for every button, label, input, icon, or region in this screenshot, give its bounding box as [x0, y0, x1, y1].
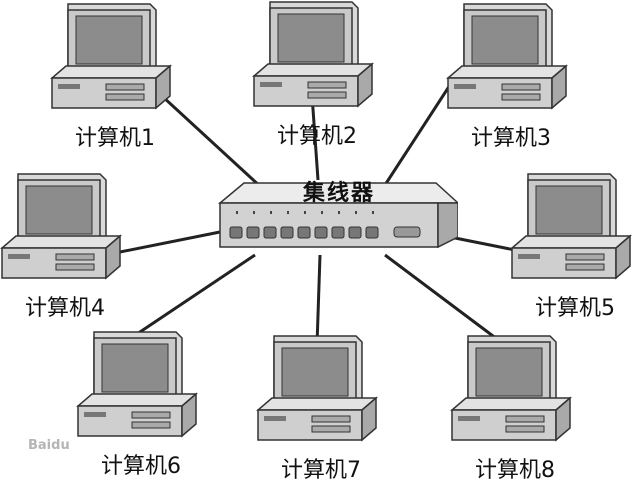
link-computer-8: [384, 253, 506, 347]
computer-3-label: 计算机3: [471, 126, 551, 151]
computer-3: 计算机3: [446, 2, 576, 151]
computer-4: 计算机4: [0, 172, 130, 321]
computer-2-label: 计算机2: [277, 124, 357, 149]
computer-1-label: 计算机1: [75, 126, 155, 151]
computer-8: 计算机8: [450, 334, 580, 483]
computer-7: 计算机7: [256, 334, 386, 483]
computer-icon: [446, 3, 569, 110]
computer-4-label: 计算机4: [25, 296, 105, 321]
link-computer-1: [148, 83, 264, 190]
hub-label: 集线器: [302, 181, 375, 206]
computer-2: 计算机2: [252, 0, 382, 149]
computer-icon: [256, 335, 379, 442]
link-computer-2: [310, 94, 320, 181]
computer-5-label: 计算机5: [535, 296, 615, 321]
computer-1: 计算机1: [50, 2, 180, 151]
hub: 集线器: [214, 175, 460, 255]
computer-7-label: 计算机7: [281, 458, 361, 483]
baidu-watermark: Baidu: [28, 438, 70, 453]
computer-icon: [50, 3, 173, 110]
computer-icon: [450, 335, 573, 442]
computer-8-label: 计算机8: [475, 458, 555, 483]
computer-5: 计算机5: [510, 172, 640, 321]
link-computer-6: [127, 253, 256, 342]
computer-icon: [0, 173, 123, 280]
hub-icon: [217, 182, 460, 249]
computer-icon: [510, 173, 633, 280]
link-computer-4: [104, 230, 221, 257]
link-computer-7: [315, 254, 322, 346]
computer-icon: [76, 331, 199, 438]
link-computer-3: [383, 84, 452, 186]
computer-6-label: 计算机6: [101, 454, 181, 479]
computer-6: 计算机6: [76, 330, 206, 479]
computer-icon: [252, 1, 375, 108]
